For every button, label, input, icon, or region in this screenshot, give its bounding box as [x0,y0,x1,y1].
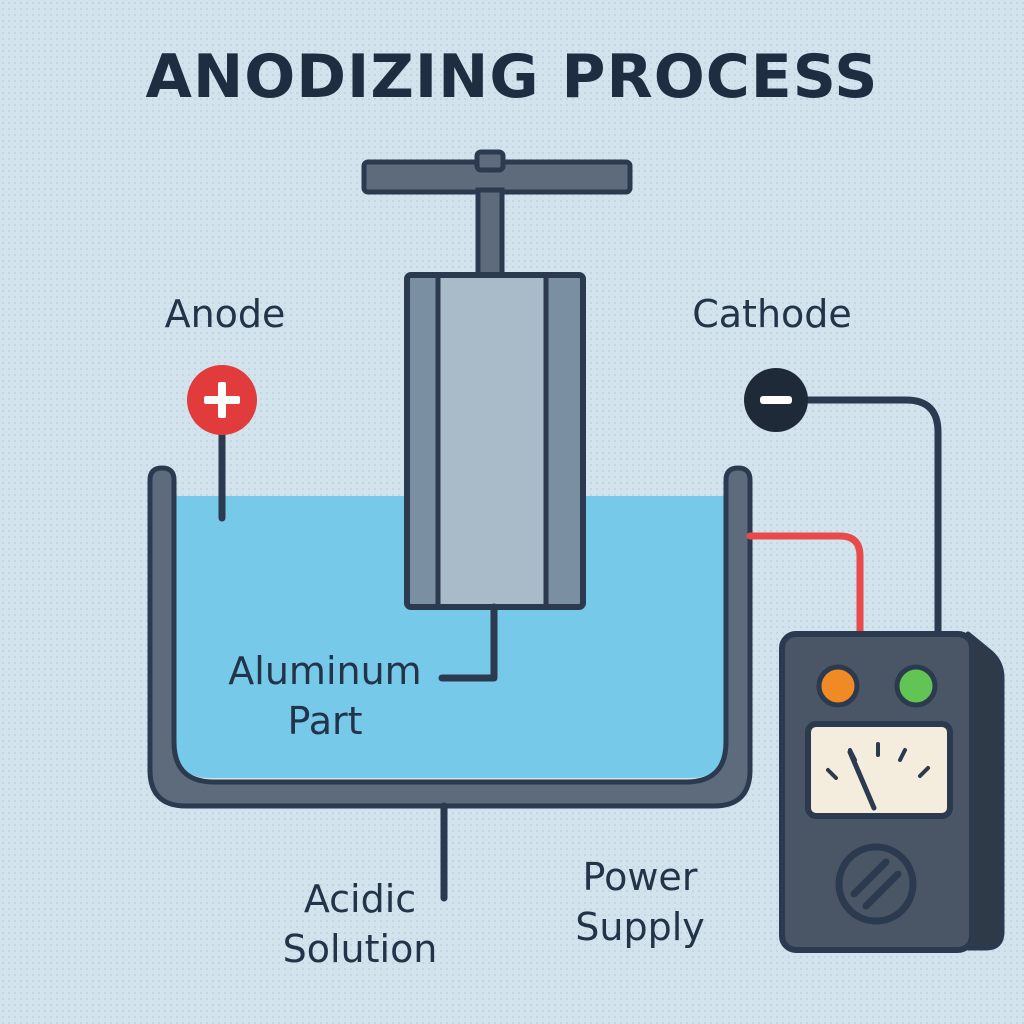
aluminum-part-label: Aluminum Part [205,646,445,746]
dial-knob-icon[interactable] [835,843,917,925]
gauge-icon [805,721,953,819]
power-supply-side [965,631,1005,951]
aluminum-part-leader [438,603,498,682]
red-wire [746,532,864,636]
power-supply-label-line-2: Supply [575,905,705,949]
indicator-light-orange [816,664,860,708]
part-handle-stem [475,187,505,279]
power-supply-label: Power Supply [540,852,740,952]
diagram-title: ANODIZING PROCESS [145,42,879,112]
aluminum-part-label-line-1: Aluminum [228,649,422,693]
part-handle-stem-cap [474,149,506,173]
aluminum-part-face [438,278,546,604]
acidic-solution-label-line-1: Acidic [303,877,417,921]
tank [147,465,753,809]
acidic-solution-label: Acidic Solution [250,874,470,974]
acidic-solution-label-line-2: Solution [282,927,438,971]
power-supply-label-line-1: Power [582,855,698,899]
aluminum-part-label-line-2: Part [287,699,363,743]
anode-label: Anode [164,292,286,336]
cathode-label: Cathode [692,292,852,336]
cathode-wire [804,396,942,636]
acidic-solution-liquid [176,496,724,778]
indicator-light-green [894,664,938,708]
